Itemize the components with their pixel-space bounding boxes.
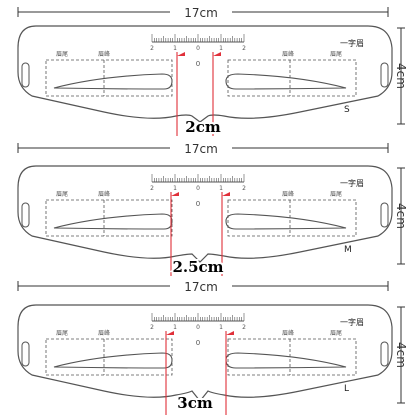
peak-label-right: 眉峰 (282, 190, 294, 198)
spacing-label: 3cm (177, 394, 213, 412)
peak-label-right: 眉峰 (282, 50, 294, 58)
peak-label-left: 眉峰 (98, 50, 110, 58)
stencil-m: 17cm 眉尾 眉峰 眉峰 眉尾 一字眉 M 2 1 0 1 2 0 4cm 2.5cm (17, 142, 408, 278)
right-guide-box (227, 199, 357, 237)
stencil-s: 17cm 眉尾 眉峰 眉峰 眉尾 一字眉 S 2 1 0 1 2 0 4cm 2cm (17, 6, 408, 138)
tail-label-right: 眉尾 (330, 330, 342, 337)
right-strap-slot (380, 341, 389, 367)
width-dimension: 17cm (17, 6, 389, 20)
ruler-tick-label: 2 (150, 185, 154, 192)
height-dimension: 4cm (394, 167, 408, 265)
left-strap-slot (21, 202, 30, 228)
tail-label-left: 眉尾 (56, 330, 68, 337)
center-zero-label: 0 (196, 60, 200, 68)
left-strap-slot (21, 341, 30, 367)
right-guide-box (227, 59, 357, 97)
right-eyebrow-cutout (225, 73, 347, 90)
spacing-label: 2cm (185, 118, 221, 136)
ruler-tick-label: 1 (219, 185, 223, 192)
center-ruler: 2 1 0 1 2 0 (150, 174, 246, 208)
ruler-tick-label: 0 (196, 324, 200, 331)
left-guide-box (45, 59, 173, 97)
center-zero-label: 0 (196, 339, 200, 347)
height-dimension: 4cm (394, 306, 408, 404)
left-eyebrow-cutout (53, 213, 173, 230)
ruler-tick-label: 2 (242, 324, 246, 331)
ruler-tick-label: 1 (219, 324, 223, 331)
ruler-tick-label: 2 (242, 45, 246, 52)
height-label: 4cm (394, 203, 408, 229)
ruler-tick-label: 2 (150, 45, 154, 52)
size-letter: S (344, 105, 350, 115)
spacing-arrows (170, 192, 222, 276)
peak-label-left: 眉峰 (98, 190, 110, 198)
width-label: 17cm (184, 6, 218, 20)
brand-text: 一字眉 (340, 38, 364, 48)
left-guide-box (45, 199, 173, 237)
right-strap-slot (380, 62, 389, 88)
width-label: 17cm (184, 280, 218, 294)
height-dimension: 4cm (394, 27, 408, 125)
ruler-tick-label: 1 (173, 185, 177, 192)
width-dimension: 17cm (17, 280, 389, 294)
right-guide-box (227, 338, 357, 376)
ruler-tick-label: 1 (173, 324, 177, 331)
left-guide-box (45, 338, 173, 376)
width-label: 17cm (184, 142, 218, 156)
spacing-label: 2.5cm (172, 258, 223, 276)
left-eyebrow-cutout (53, 352, 173, 369)
tail-label-right: 眉尾 (330, 51, 342, 58)
spacing-arrows (165, 331, 226, 415)
center-ruler: 2 1 0 1 2 0 (150, 313, 246, 347)
left-strap-slot (21, 62, 30, 88)
spacing-arrows (176, 52, 213, 136)
ruler-tick-label: 0 (196, 185, 200, 192)
center-ruler: 2 1 0 1 2 0 (150, 34, 246, 68)
brand-text: 一字眉 (340, 317, 364, 327)
ruler-tick-label: 1 (219, 45, 223, 52)
right-eyebrow-cutout (225, 213, 347, 230)
right-strap-slot (380, 202, 389, 228)
height-label: 4cm (394, 342, 408, 368)
tail-label-left: 眉尾 (56, 191, 68, 198)
ruler-tick-label: 0 (196, 45, 200, 52)
height-label: 4cm (394, 63, 408, 89)
size-letter: M (344, 245, 352, 255)
stencil-l: 17cm 眉尾 眉峰 眉峰 眉尾 一字眉 L 2 1 0 1 2 0 4cm 3cm (17, 280, 408, 415)
peak-label-left: 眉峰 (98, 329, 110, 337)
stencil-outline (17, 304, 393, 402)
width-dimension: 17cm (17, 142, 389, 156)
ruler-tick-label: 1 (173, 45, 177, 52)
tail-label-right: 眉尾 (330, 191, 342, 198)
ruler-tick-label: 2 (242, 185, 246, 192)
brand-text: 一字眉 (340, 178, 364, 188)
center-zero-label: 0 (196, 200, 200, 208)
ruler-tick-label: 2 (150, 324, 154, 331)
stencil-outline (17, 165, 393, 263)
left-eyebrow-cutout (53, 73, 173, 90)
tail-label-left: 眉尾 (56, 51, 68, 58)
stencil-outline (17, 25, 393, 123)
size-letter: L (344, 384, 349, 394)
peak-label-right: 眉峰 (282, 329, 294, 337)
